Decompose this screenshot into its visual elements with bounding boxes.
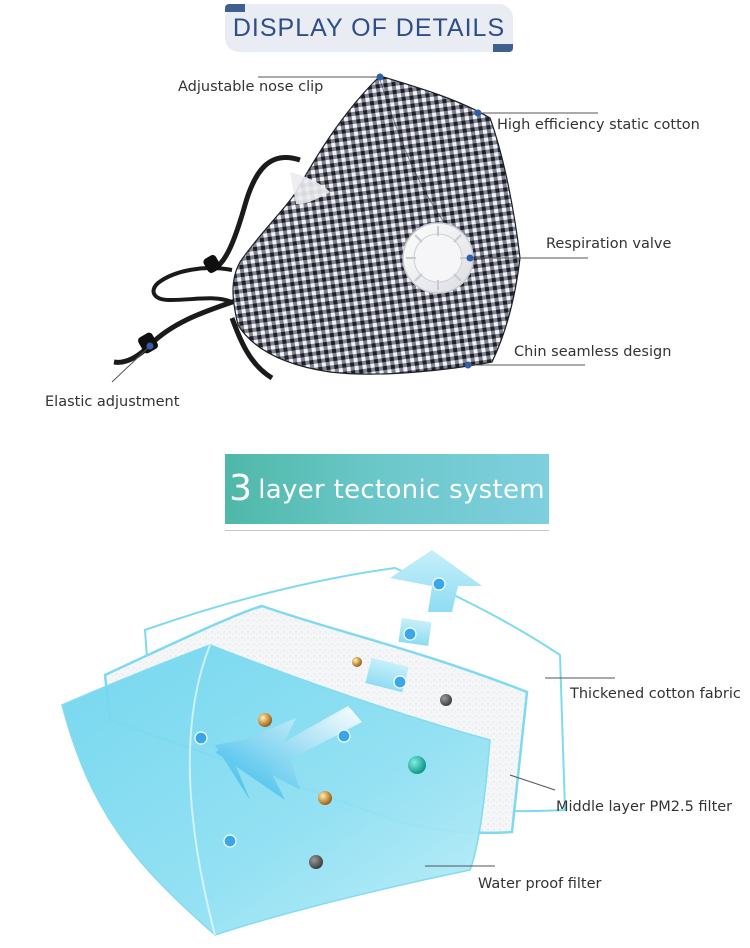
callout-dot-elastic — [146, 342, 154, 350]
callout-dot-nose-clip — [376, 73, 384, 81]
mask-inner-lining — [290, 172, 330, 205]
strap-adjuster-lower — [138, 332, 158, 354]
particle-gold — [258, 713, 272, 727]
particle-grey — [440, 694, 452, 706]
section-title-details: DISPLAY OF DETAILS — [232, 14, 506, 42]
section-header-layers-background — [225, 454, 549, 524]
layer-fold-highlight — [188, 644, 216, 936]
strap-adjuster-upper — [203, 255, 221, 273]
particle-grey — [309, 855, 323, 869]
section-title-layers-text: layer tectonic system — [258, 475, 545, 505]
callout-label-valve: Respiration valve — [546, 236, 672, 252]
callout-label-nose-clip: Adjustable nose clip — [178, 79, 324, 95]
layer-label-middle: Middle layer PM2.5 filter — [556, 799, 733, 815]
header-corner-accent-left — [225, 4, 245, 12]
layer-count: 3 — [229, 468, 253, 509]
layer-label-inner: Water proof filter — [478, 876, 602, 892]
respiration-valve-icon — [402, 222, 474, 294]
particle-gold — [318, 791, 332, 805]
droplet-icon — [194, 577, 446, 848]
callout-label-elastic: Elastic adjustment — [45, 394, 180, 410]
section-header-background — [225, 4, 513, 52]
mask-body — [232, 75, 521, 375]
callout-dot-static-cotton — [474, 109, 482, 117]
particle-gold — [352, 657, 362, 667]
header-underline — [225, 530, 549, 531]
callout-label-chin: Chin seamless design — [514, 344, 672, 360]
callout-label-static-cotton: High efficiency static cotton — [497, 117, 700, 133]
callout-dot-chin — [464, 361, 472, 369]
header-corner-accent-right — [493, 44, 513, 52]
particle-teal — [408, 756, 426, 774]
layer-label-outer: Thickened cotton fabric — [570, 686, 741, 702]
upper-ear-strap — [213, 154, 301, 271]
side-strap — [229, 317, 274, 381]
callout-dot-valve — [466, 254, 474, 262]
airflow-inward-arrow-head — [215, 706, 362, 800]
strap-loop — [151, 266, 233, 304]
